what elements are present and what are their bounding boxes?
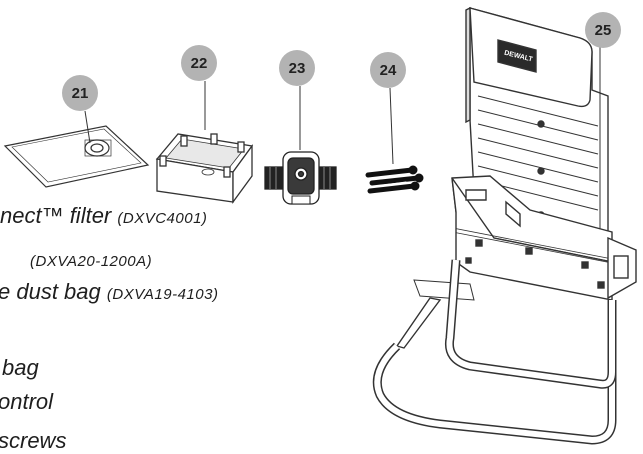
part-name: bag bbox=[2, 355, 39, 380]
callout-24-label: 24 bbox=[380, 62, 397, 79]
parts-list-item: screws bbox=[0, 428, 66, 454]
callout-23-label: 23 bbox=[289, 60, 306, 77]
parts-list-item: bag bbox=[2, 355, 39, 381]
parts-list-item: (DXVA20-1200A) bbox=[6, 246, 152, 272]
mounting-screws-icon bbox=[365, 165, 424, 194]
callout-24: 24 bbox=[370, 52, 406, 165]
part-code: (DXVC4001) bbox=[117, 210, 208, 227]
wall-mount-bracket-icon: DEWALT bbox=[372, 6, 637, 445]
parts-list-item: ontrol bbox=[0, 389, 53, 415]
callout-23: 23 bbox=[279, 50, 315, 150]
part-code: (DXVA19-4103) bbox=[106, 286, 219, 303]
part-name: e dust bag bbox=[0, 279, 101, 304]
part-name: screws bbox=[0, 428, 67, 453]
part-name: ontrol bbox=[0, 389, 54, 414]
parts-list-item: e dust bag (DXVA19-4103) bbox=[0, 279, 218, 305]
part-name: nect™ filter bbox=[0, 203, 112, 228]
parts-list-item: nect™ filter (DXVC4001) bbox=[0, 203, 207, 229]
hose-adapter-icon bbox=[264, 151, 337, 205]
callout-22-label: 22 bbox=[191, 55, 208, 72]
callout-21-label: 21 bbox=[72, 85, 89, 102]
disposable-bag-icon bbox=[3, 125, 150, 188]
callout-25-label: 25 bbox=[595, 22, 612, 39]
filter-housing-icon bbox=[155, 133, 254, 204]
callout-25: 25 bbox=[585, 12, 621, 48]
callout-22: 22 bbox=[181, 45, 217, 130]
part-code: (DXVA20-1200A) bbox=[30, 253, 153, 270]
callout-21: 21 bbox=[62, 75, 98, 144]
